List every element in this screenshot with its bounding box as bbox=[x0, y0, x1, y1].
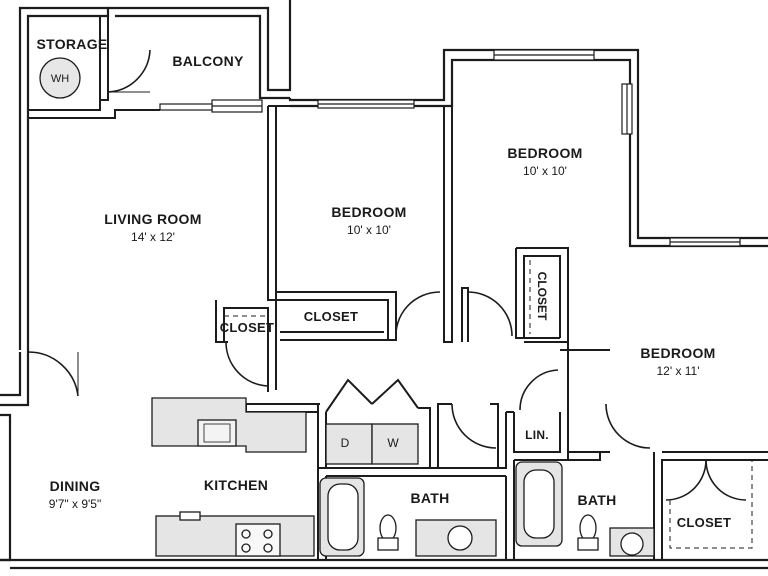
linen-closet-label: LIN. bbox=[525, 428, 549, 442]
living-room-label: LIVING ROOM 14' x 12' bbox=[104, 211, 201, 244]
room-name: BATH bbox=[410, 490, 450, 506]
room-name: BEDROOM bbox=[507, 145, 583, 161]
room-name: CLOSET bbox=[535, 271, 549, 321]
room-name: CLOSET bbox=[219, 320, 275, 335]
closet-bedroom-3-label: CLOSET bbox=[677, 515, 732, 530]
room-name: DINING bbox=[49, 478, 101, 494]
closet-living-label: CLOSET bbox=[220, 320, 275, 335]
water-heater-label: WH bbox=[51, 73, 69, 85]
room-name: CLOSET bbox=[303, 309, 359, 324]
dining-label: DINING 9'7" x 9'5" bbox=[49, 478, 101, 511]
windows bbox=[159, 49, 741, 247]
bath-2-label: BATH bbox=[577, 492, 616, 508]
closet-bedroom-1-label: CLOSET bbox=[304, 309, 359, 324]
room-name: STORAGE bbox=[36, 36, 108, 52]
room-dimensions: 12' x 11' bbox=[656, 364, 700, 378]
washer-label: W bbox=[387, 436, 398, 450]
room-name: BATH bbox=[577, 492, 617, 508]
room-name: BALCONY bbox=[172, 53, 244, 69]
bedroom-3-label: BEDROOM 12' x 11' bbox=[640, 345, 715, 378]
room-name: LIVING ROOM bbox=[104, 211, 202, 227]
closet-bedroom-2-label: CLOSET bbox=[535, 272, 549, 321]
room-name: BEDROOM bbox=[640, 345, 716, 361]
room-name: LIN. bbox=[525, 428, 549, 442]
doors bbox=[27, 49, 747, 501]
appliance-name: W bbox=[387, 436, 399, 450]
storage-label: STORAGE bbox=[36, 36, 107, 52]
fixtures bbox=[39, 57, 655, 557]
bedroom-1-label: BEDROOM 10' x 10' bbox=[331, 204, 406, 237]
closet-shelves bbox=[224, 260, 753, 549]
room-name: BEDROOM bbox=[331, 204, 407, 220]
kitchen-label: KITCHEN bbox=[204, 477, 268, 493]
balcony-label: BALCONY bbox=[172, 53, 243, 69]
room-dimensions: 14' x 12' bbox=[131, 230, 175, 244]
interior-walls bbox=[28, 16, 768, 561]
room-dimensions: 10' x 10' bbox=[523, 164, 567, 178]
appliance-name: D bbox=[340, 436, 350, 450]
room-dimensions: 10' x 10' bbox=[347, 223, 391, 237]
dryer-label: D bbox=[341, 436, 350, 450]
room-dimensions: 9'7" x 9'5" bbox=[48, 497, 102, 511]
bath-1-label: BATH bbox=[410, 490, 449, 506]
room-name: WH bbox=[50, 73, 70, 85]
room-name: CLOSET bbox=[676, 515, 732, 530]
room-name: KITCHEN bbox=[203, 477, 269, 493]
bedroom-2-label: BEDROOM 10' x 10' bbox=[507, 145, 582, 178]
